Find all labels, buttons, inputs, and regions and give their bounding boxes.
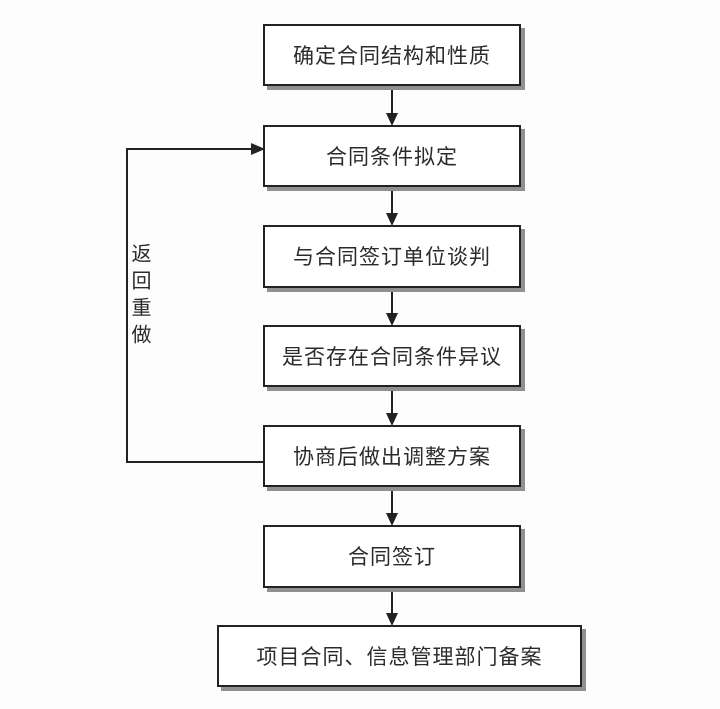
- arrowhead-n4-n5: [386, 413, 398, 426]
- flow-node-determine-structure: 确定合同结构和性质: [263, 24, 521, 86]
- flow-node-label: 合同签订: [348, 545, 436, 569]
- flow-node-label: 合同条件拟定: [326, 144, 458, 169]
- flow-node-label: 与合同签订单位谈判: [293, 245, 491, 269]
- arrowhead-feedback-n2: [251, 143, 265, 155]
- flow-node-filing: 项目合同、信息管理部门备案: [217, 625, 582, 687]
- arrowhead-n6-n7: [386, 613, 398, 626]
- arrowhead-n1-n2: [386, 113, 398, 126]
- arrowhead-n3-n4: [386, 313, 398, 326]
- flow-node-negotiate: 与合同签订单位谈判: [263, 225, 521, 288]
- flow-node-label: 项目合同、信息管理部门备案: [256, 644, 543, 669]
- arrowhead-n5-n6: [386, 513, 398, 526]
- flow-node-label: 是否存在合同条件异议: [282, 344, 502, 369]
- flow-node-label: 协商后做出调整方案: [293, 444, 491, 469]
- flow-node-objection-check: 是否存在合同条件异议: [263, 325, 521, 387]
- feedback-loop-line: [126, 148, 263, 463]
- arrowhead-n2-n3: [386, 213, 398, 226]
- feedback-loop-label: 返回重做: [128, 243, 150, 351]
- flow-node-sign-contract: 合同签订: [263, 525, 521, 588]
- flow-node-label: 确定合同结构和性质: [293, 43, 491, 68]
- flow-node-draft-conditions: 合同条件拟定: [263, 125, 521, 187]
- flow-node-adjustment-plan: 协商后做出调整方案: [263, 425, 521, 487]
